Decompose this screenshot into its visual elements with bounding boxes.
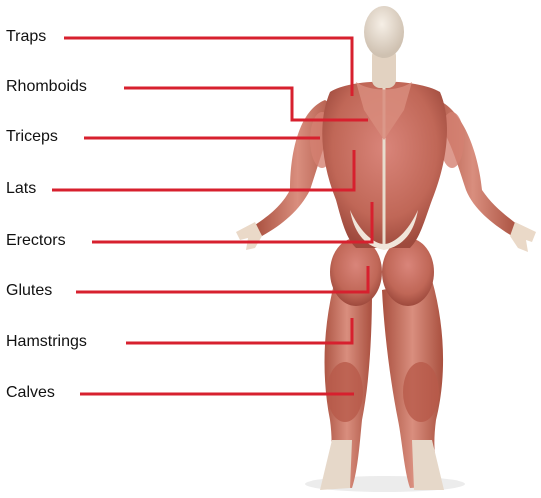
label-glutes: Glutes bbox=[6, 282, 52, 300]
label-triceps: Triceps bbox=[6, 128, 58, 146]
leader-glutes bbox=[76, 266, 368, 292]
label-erectors: Erectors bbox=[6, 232, 66, 250]
label-lats: Lats bbox=[6, 180, 36, 198]
label-hamstrings: Hamstrings bbox=[6, 333, 87, 351]
head-neck bbox=[364, 6, 404, 88]
legs bbox=[320, 280, 444, 490]
leader-lines bbox=[52, 38, 372, 394]
label-traps: Traps bbox=[6, 28, 46, 46]
leader-erectors bbox=[92, 202, 372, 242]
torso bbox=[322, 82, 447, 251]
label-rhomboids: Rhomboids bbox=[6, 78, 87, 96]
leader-hamstrings bbox=[126, 318, 352, 343]
label-calves: Calves bbox=[6, 384, 55, 402]
